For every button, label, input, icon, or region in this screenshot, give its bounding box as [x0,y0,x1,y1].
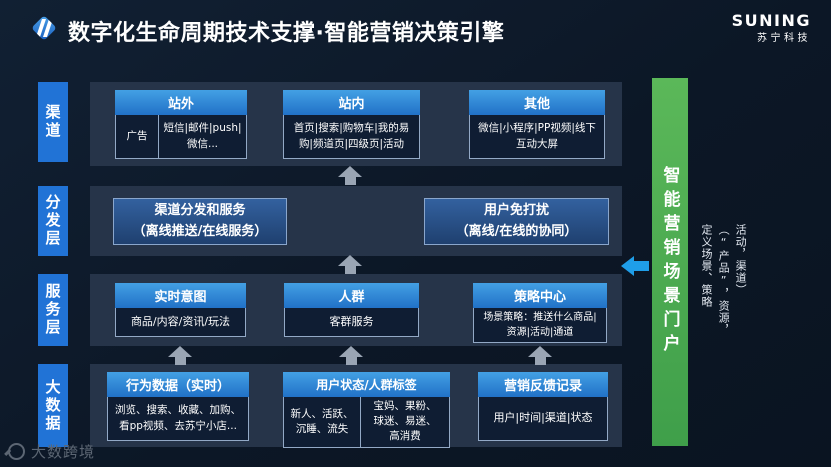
arrow-left-icon [621,256,649,276]
layer-label-bigdata: 大数据 [38,364,68,447]
arrow-stem [534,357,546,365]
box-realtime-intent: 实时意图 商品/内容/资讯/玩法 [115,283,246,337]
suning-logo: SUNING 苏宁科技 [732,12,811,44]
box-behavior-data-header: 行为数据（实时） [107,372,249,397]
offsite-cell-channels: 短信|邮件|push|微信... [163,122,242,150]
box-user-status-labels-header: 用户状态/人群标签 [283,372,450,397]
layer-label-distribution-text: 分发层 [43,194,62,248]
box-marketing-feedback-header: 营销反馈记录 [478,372,608,397]
do-not-disturb-line2: （离线/在线的协同） [455,223,578,239]
arrow-stem [174,357,186,365]
watermark: 大数跨境 [8,441,95,462]
box-realtime-intent-header: 实时意图 [115,283,246,308]
panel-bigdata: 行为数据（实时） 浏览、搜索、收藏、加购、看pp视频、去苏宁小店... 用户状态… [90,364,622,448]
arrow-stem [345,357,357,365]
box-onsite-body: 首页|搜索|购物车|我的易购|频道页|四级页|活动 [283,115,420,159]
arrow-head [338,166,362,177]
arrow-head [528,346,552,357]
user-status-cell: 新人、活跃、沉睡、流失 [290,407,354,435]
box-other-body: 微信|小程序|PP视频|线下互动大屏 [469,115,605,159]
arrow-up-icon [338,166,362,185]
box-realtime-intent-body: 商品/内容/资讯/玩法 [115,308,246,337]
box-marketing-feedback: 营销反馈记录 用户|时间|渠道|状态 [478,372,608,441]
layer-label-service-text: 服务层 [43,283,62,337]
arrow-stem [634,261,649,271]
portal-bar-label: 智能营销场景门户 [659,166,680,358]
brand-text: SUNING [731,11,811,30]
arrow-head [168,346,192,357]
box-onsite: 站内 首页|搜索|购物车|我的易购|频道页|四级页|活动 [283,90,420,159]
divider [158,115,159,158]
offsite-cell-ad: 广告 [126,129,148,142]
distribution-service-line1: 渠道分发和服务 [154,203,246,219]
arrow-up-icon [339,346,363,365]
box-offsite-header: 站外 [115,90,247,115]
arrow-up-icon [338,255,362,274]
box-other-header: 其他 [469,90,605,115]
watermark-text: 大数跨境 [31,443,96,461]
box-crowd: 人群 客群服务 [284,283,419,337]
panel-distribution: 渠道分发和服务 （离线推送/在线服务） 用户免打扰 （离线/在线的协同） [90,186,622,256]
do-not-disturb-line1: 用户免打扰 [483,203,549,219]
page-title: 数字化生命周期技术支撑·智能营销决策引擎 [68,21,505,46]
divider [360,397,361,447]
lightning-icon [27,11,61,45]
arrow-head [339,346,363,357]
box-distribution-service: 渠道分发和服务 （离线推送/在线服务） [113,198,287,245]
box-user-status-labels-body: 新人、活跃、沉睡、流失 宝妈、果粉、球迷、易迷、高消费 [283,397,450,448]
watermark-logo-icon [8,443,25,460]
layer-label-channel: 渠道 [38,82,68,162]
box-onsite-header: 站内 [283,90,420,115]
smart-marketing-portal-bar: 智能营销场景门户 [652,78,688,446]
arrow-up-icon [528,346,552,365]
box-offsite-body: 广告 短信|邮件|push|微信... [115,115,247,159]
brand-subtext: 苏宁科技 [757,32,811,44]
box-crowd-body: 客群服务 [284,308,419,337]
box-offsite: 站外 广告 短信|邮件|push|微信... [115,90,247,159]
box-strategy-center-header: 策略中心 [473,283,607,308]
layer-label-service: 服务层 [38,274,68,346]
box-behavior-data: 行为数据（实时） 浏览、搜索、收藏、加购、看pp视频、去苏宁小店... [107,372,249,441]
portal-note: 定义场景、策略（“产品”，资源，活动，渠道） [700,224,748,336]
box-strategy-center: 策略中心 场景策略：推送什么商品|资源|活动|通道 [473,283,607,343]
panel-service: 实时意图 商品/内容/资讯/玩法 人群 客群服务 策略中心 场景策略：推送什么商… [90,274,622,346]
crowd-label-cell: 宝妈、果粉、球迷、易迷、高消费 [373,400,437,443]
layer-label-distribution: 分发层 [38,186,68,256]
box-other: 其他 微信|小程序|PP视频|线下互动大屏 [469,90,605,159]
box-user-status-labels: 用户状态/人群标签 新人、活跃、沉睡、流失 宝妈、果粉、球迷、易迷、高消费 [283,372,450,448]
box-marketing-feedback-body: 用户|时间|渠道|状态 [478,397,608,441]
box-do-not-disturb: 用户免打扰 （离线/在线的协同） [424,198,609,245]
distribution-service-line2: （离线推送/在线服务） [132,223,268,239]
layer-label-channel-text: 渠道 [43,104,62,140]
arrow-up-icon [168,346,192,365]
arrow-stem [344,177,356,185]
arrow-head [338,255,362,266]
box-strategy-center-body: 场景策略：推送什么商品|资源|活动|通道 [473,308,607,343]
arrow-head [621,256,634,276]
box-behavior-data-body: 浏览、搜索、收藏、加购、看pp视频、去苏宁小店... [107,397,249,441]
box-crowd-header: 人群 [284,283,419,308]
panel-channel: 站外 广告 短信|邮件|push|微信... 站内 首页|搜索|购物车|我的易购… [90,82,622,166]
layer-label-bigdata-text: 大数据 [43,378,62,433]
arrow-stem [344,266,356,274]
